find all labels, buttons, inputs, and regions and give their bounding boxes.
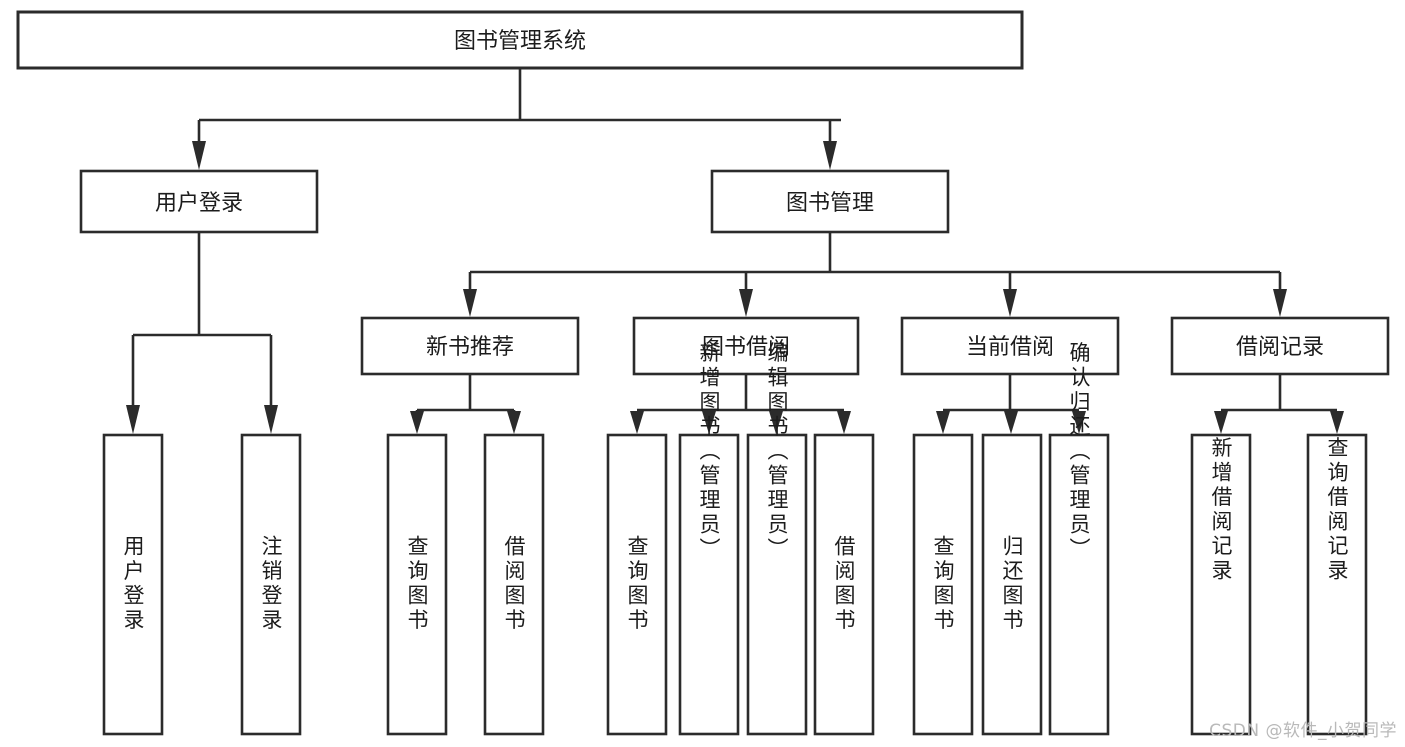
node-user-login-box[interactable]	[79, 169, 319, 234]
node-book-borrow[interactable]: 图书借阅	[632, 316, 860, 376]
arrowhead-leaf-borrow-book-b	[837, 411, 851, 434]
node-leaf-query-record[interactable]: 查询借阅记录	[1306, 433, 1368, 736]
node-borrow-record-label: 借阅记录	[1236, 335, 1324, 360]
node-new-book-rec-box[interactable]	[360, 316, 580, 376]
edge-group-borrow-record-children	[1214, 374, 1344, 434]
arrowhead-new-book-rec	[463, 289, 477, 317]
arrowhead-leaf-query-record	[1330, 411, 1344, 434]
node-leaf-borrow-book-b-label: 借阅图书	[832, 535, 856, 633]
node-leaf-confirm-return[interactable]: 确认归还（管理员）	[1048, 342, 1110, 736]
arrowhead-leaf-edit-book	[769, 411, 783, 434]
arrowhead-borrow-record	[1273, 289, 1287, 317]
node-root-label: 图书管理系统	[454, 29, 586, 54]
node-leaf-query-book-c[interactable]: 查询图书	[912, 433, 974, 736]
arrowhead-leaf-user-login	[126, 405, 140, 434]
node-leaf-query-book-a-label: 查询图书	[405, 535, 429, 633]
node-leaf-return-book-label: 归还图书	[1000, 535, 1024, 633]
node-leaf-return-book[interactable]: 归还图书	[981, 433, 1043, 736]
node-leaf-logout-box[interactable]	[240, 433, 302, 736]
node-leaf-add-book-label: 新增图书（管理员）	[697, 342, 721, 563]
arrowhead-current-borrow	[1003, 289, 1017, 317]
node-book-borrow-box[interactable]	[632, 316, 860, 376]
arrowhead-user-login	[192, 141, 206, 170]
node-book-mgmt-label: 图书管理	[786, 191, 874, 216]
node-leaf-user-login[interactable]: 用户登录	[102, 433, 164, 736]
node-leaf-user-login-box[interactable]	[102, 433, 164, 736]
edge-group-book-borrow-children	[630, 374, 851, 434]
node-leaf-borrow-book-b-box[interactable]	[813, 433, 875, 736]
node-leaf-query-record-box[interactable]	[1306, 433, 1368, 736]
node-current-borrow-box[interactable]	[900, 316, 1120, 376]
edge-group-root-to-level2	[192, 68, 841, 170]
edge-group-current-borrow-children	[936, 374, 1086, 434]
node-user-login[interactable]: 用户登录	[79, 169, 319, 234]
node-leaf-query-book-c-box[interactable]	[912, 433, 974, 736]
node-borrow-record-box[interactable]	[1170, 316, 1390, 376]
node-root[interactable]: 图书管理系统	[16, 10, 1024, 70]
node-leaf-edit-book-label: 编辑图书（管理员）	[765, 342, 789, 563]
node-leaf-query-book-b-label: 查询图书	[625, 535, 649, 633]
arrowhead-leaf-logout	[264, 405, 278, 434]
node-leaf-query-record-label: 查询借阅记录	[1325, 437, 1349, 584]
node-leaf-logout[interactable]: 注销登录	[240, 433, 302, 736]
arrowhead-leaf-return-book	[1004, 411, 1018, 434]
node-leaf-add-book[interactable]: 新增图书（管理员）	[678, 342, 740, 736]
node-leaf-edit-book-box[interactable]	[746, 433, 808, 736]
node-leaf-add-record-box[interactable]	[1190, 433, 1252, 736]
arrowhead-leaf-query-book-c	[936, 411, 950, 434]
node-leaf-query-book-a[interactable]: 查询图书	[386, 433, 448, 736]
node-leaf-confirm-return-box[interactable]	[1048, 433, 1110, 736]
arrowhead-book-mgmt	[823, 141, 837, 170]
edge-group-book-mgmt-children	[463, 232, 1287, 317]
node-leaf-borrow-book-b[interactable]: 借阅图书	[813, 433, 875, 736]
node-leaf-add-record[interactable]: 新增借阅记录	[1190, 433, 1252, 736]
node-leaf-logout-label: 注销登录	[259, 535, 283, 633]
node-leaf-borrow-book-a-label: 借阅图书	[502, 535, 526, 633]
node-leaf-return-book-box[interactable]	[981, 433, 1043, 736]
arrowhead-book-borrow	[739, 289, 753, 317]
node-leaf-user-login-label: 用户登录	[121, 535, 145, 633]
arrowhead-leaf-borrow-book-a	[507, 411, 521, 434]
arrowhead-leaf-add-book	[702, 411, 716, 434]
node-book-mgmt[interactable]: 图书管理	[710, 169, 950, 234]
node-leaf-query-book-c-label: 查询图书	[931, 535, 955, 633]
edge-group-user-login-children	[126, 232, 278, 434]
node-root-box[interactable]	[16, 10, 1024, 70]
node-leaf-borrow-book-a[interactable]: 借阅图书	[483, 433, 545, 736]
arrowhead-leaf-query-book-b	[630, 411, 644, 434]
arrowhead-leaf-add-record	[1214, 411, 1228, 434]
node-user-login-label: 用户登录	[155, 191, 243, 216]
arrowhead-leaf-confirm-return	[1072, 411, 1086, 434]
node-new-book-rec-label: 新书推荐	[426, 335, 514, 360]
edge-group-new-book-rec-children	[410, 374, 521, 434]
node-new-book-rec[interactable]: 新书推荐	[360, 316, 580, 376]
node-leaf-add-book-box[interactable]	[678, 433, 740, 736]
arrowhead-leaf-query-book-a	[410, 411, 424, 434]
node-leaf-confirm-return-label: 确认归还（管理员）	[1067, 342, 1091, 563]
node-leaf-edit-book[interactable]: 编辑图书（管理员）	[746, 342, 808, 736]
node-borrow-record[interactable]: 借阅记录	[1170, 316, 1390, 376]
node-book-mgmt-box[interactable]	[710, 169, 950, 234]
node-leaf-query-book-b[interactable]: 查询图书	[606, 433, 668, 736]
node-current-borrow[interactable]: 当前借阅	[900, 316, 1120, 376]
node-leaf-borrow-book-a-box[interactable]	[483, 433, 545, 736]
node-leaf-query-book-b-box[interactable]	[606, 433, 668, 736]
node-book-borrow-label: 图书借阅	[702, 335, 790, 360]
node-current-borrow-label: 当前借阅	[966, 335, 1054, 360]
node-leaf-add-record-label: 新增借阅记录	[1209, 437, 1233, 584]
node-leaf-query-book-a-box[interactable]	[386, 433, 448, 736]
